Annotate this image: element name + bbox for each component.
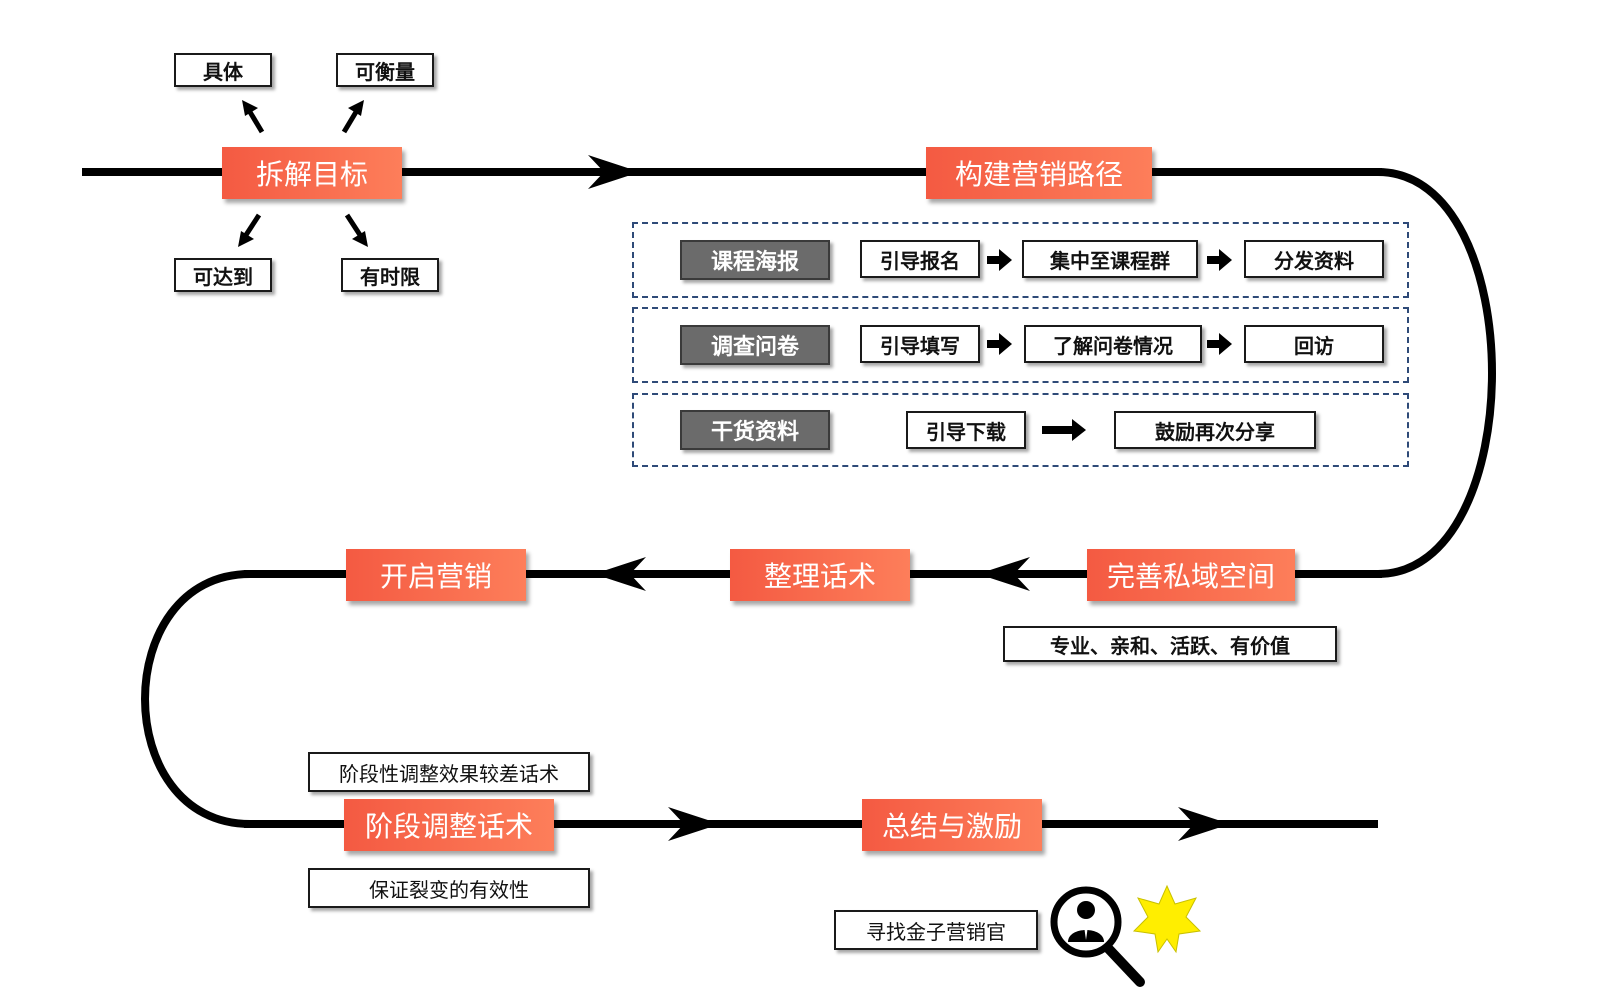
stage-adjust-script: 阶段调整话术 bbox=[344, 799, 554, 851]
arrow-right-icon bbox=[1042, 419, 1086, 441]
arrow-down-left-icon bbox=[238, 213, 262, 247]
goal-specific: 具体 bbox=[174, 53, 272, 87]
private-domain-traits: 专业、亲和、活跃、有价值 bbox=[1003, 626, 1337, 662]
arrow-right-icon bbox=[987, 249, 1012, 271]
chevron-right-icon bbox=[1178, 807, 1230, 841]
path-category: 课程海报 bbox=[680, 240, 830, 280]
stage-build-path: 构建营销路径 bbox=[926, 147, 1152, 199]
arrow-up-left-icon bbox=[242, 100, 265, 134]
path-step: 了解问卷情况 bbox=[1024, 325, 1202, 363]
path-step: 集中至课程群 bbox=[1022, 240, 1198, 278]
path-step: 引导填写 bbox=[860, 325, 980, 363]
path-row-poster bbox=[632, 222, 1409, 298]
star-icon bbox=[1132, 884, 1202, 954]
arrow-right-icon bbox=[987, 333, 1012, 355]
adjust-note-bottom: 保证裂变的有效性 bbox=[308, 868, 590, 908]
chevron-left-icon bbox=[978, 557, 1030, 591]
stage-start-marketing: 开启营销 bbox=[346, 549, 526, 601]
chevron-right-icon bbox=[588, 155, 640, 189]
path-step: 引导下载 bbox=[906, 411, 1026, 449]
adjust-note-top: 阶段性调整效果较差话术 bbox=[308, 752, 590, 792]
goal-measurable: 可衡量 bbox=[336, 53, 434, 87]
magnifier-person-icon bbox=[1050, 886, 1145, 987]
chevron-left-icon bbox=[594, 557, 646, 591]
path-step: 回访 bbox=[1244, 325, 1384, 363]
stage-private-domain: 完善私域空间 bbox=[1087, 549, 1295, 601]
arrow-right-icon bbox=[1207, 333, 1232, 355]
chevron-right-icon bbox=[668, 807, 720, 841]
stage-summary: 总结与激励 bbox=[862, 799, 1042, 851]
stage-organize-script: 整理话术 bbox=[730, 549, 910, 601]
path-row-survey bbox=[632, 307, 1409, 383]
goal-achievable: 可达到 bbox=[174, 258, 272, 292]
arrow-down-right-icon bbox=[344, 213, 368, 247]
arrow-up-right-icon bbox=[341, 100, 364, 134]
goal-time-bound: 有时限 bbox=[341, 258, 439, 292]
path-row-materials bbox=[632, 393, 1409, 467]
path-step: 分发资料 bbox=[1244, 240, 1384, 278]
path-step: 引导报名 bbox=[860, 240, 980, 278]
arrow-right-icon bbox=[1207, 249, 1232, 271]
path-step: 鼓励再次分享 bbox=[1114, 411, 1316, 449]
find-marketer-note: 寻找金子营销官 bbox=[834, 910, 1038, 950]
path-category: 调查问卷 bbox=[680, 325, 830, 365]
path-category: 干货资料 bbox=[680, 410, 830, 450]
stage-decompose-goal: 拆解目标 bbox=[222, 147, 402, 199]
